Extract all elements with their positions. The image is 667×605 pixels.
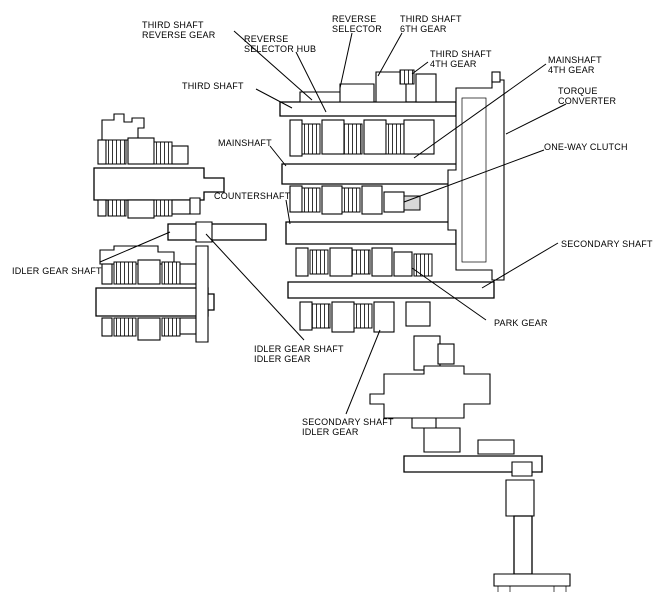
label-park-gear: PARK GEAR bbox=[494, 318, 548, 328]
label-third-shaft-6th-gear: THIRD SHAFT 6TH GEAR bbox=[400, 14, 464, 34]
idler-gear-shaft bbox=[167, 223, 267, 241]
label-third-shaft-4th-gear: THIRD SHAFT 4TH GEAR bbox=[430, 49, 494, 69]
label-torque-converter: TORQUE CONVERTER bbox=[558, 86, 616, 106]
label-reverse-selector: REVERSE SELECTOR bbox=[332, 14, 382, 34]
label-idler-gear-shaft-idler-gear: IDLER GEAR SHAFT IDLER GEAR bbox=[254, 344, 346, 364]
third-shaft bbox=[279, 101, 457, 117]
label-mainshaft-4th-gear: MAINSHAFT 4TH GEAR bbox=[548, 55, 604, 75]
label-third-shaft-reverse-gear: THIRD SHAFT REVERSE GEAR bbox=[142, 20, 216, 40]
main-gear-stack bbox=[279, 69, 495, 333]
label-one-way-clutch: ONE-WAY CLUTCH bbox=[544, 142, 628, 152]
torque-converter bbox=[447, 79, 505, 281]
differential-assembly bbox=[369, 335, 571, 592]
part-labels: THIRD SHAFT REVERSE GEAR REVERSE SELECTO… bbox=[12, 14, 653, 437]
leader-lines bbox=[99, 30, 567, 415]
label-secondary-shaft: SECONDARY SHAFT bbox=[561, 239, 653, 249]
lower-left-gear-assembly bbox=[95, 245, 215, 343]
label-countershaft: COUNTERSHAFT bbox=[214, 191, 291, 201]
label-third-shaft: THIRD SHAFT bbox=[182, 81, 244, 91]
label-mainshaft: MAINSHAFT bbox=[218, 138, 272, 148]
secondary-shaft bbox=[287, 281, 495, 299]
countershaft bbox=[285, 221, 457, 245]
label-secondary-shaft-idler-gear: SECONDARY SHAFT IDLER GEAR bbox=[302, 417, 396, 437]
upper-left-gear-assembly bbox=[93, 113, 225, 219]
label-reverse-selector-hub: REVERSE SELECTOR HUB bbox=[244, 34, 316, 54]
label-idler-gear-shaft: IDLER GEAR SHAFT bbox=[12, 266, 102, 276]
